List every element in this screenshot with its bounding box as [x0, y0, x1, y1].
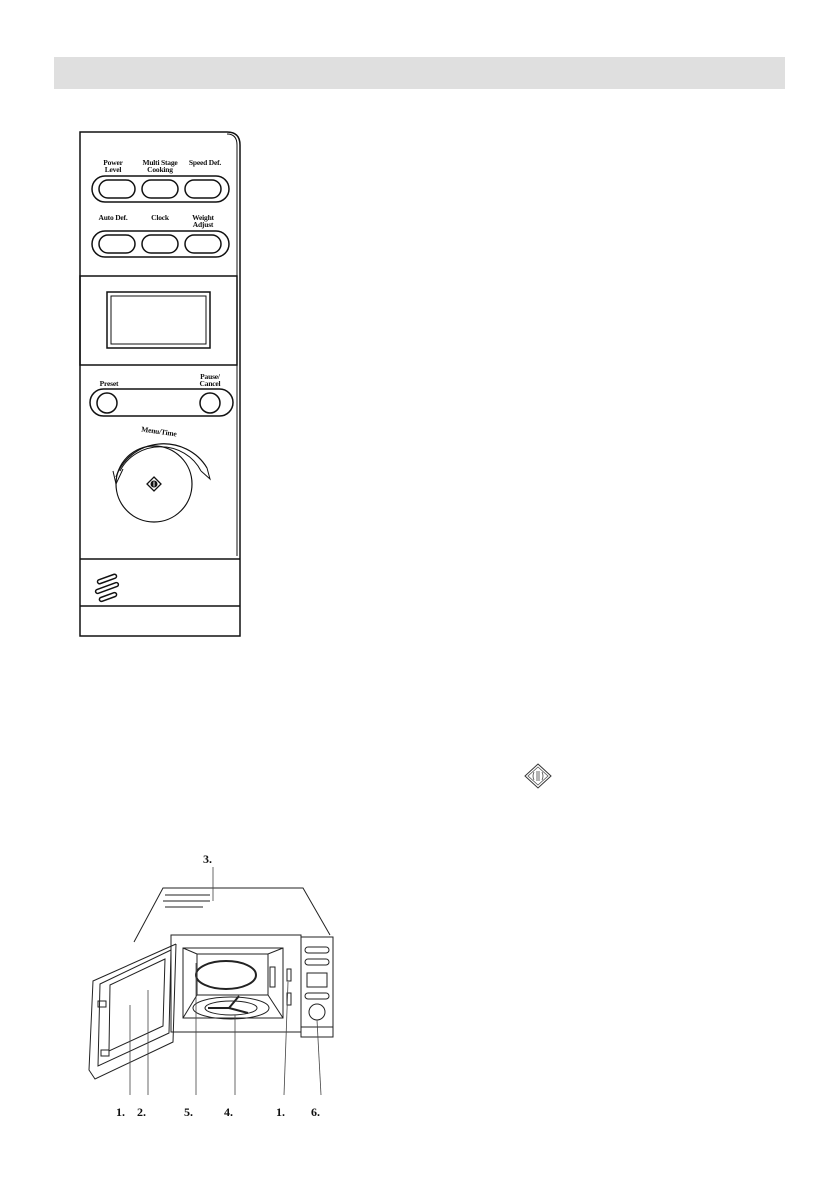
callout-1-left: 1. [116, 1105, 125, 1119]
multi-stage-cooking-button[interactable] [142, 180, 178, 198]
speed-defrost-label: Speed Def. [188, 158, 222, 167]
start-diamond-icon [524, 763, 552, 789]
multi-stage-cooking-label: Multi Stage Cooking [142, 158, 178, 174]
start-diamond-icon[interactable] [147, 477, 161, 491]
callout-6: 6. [311, 1105, 320, 1119]
section-header-bar [54, 57, 785, 89]
callout-1-right: 1. [276, 1105, 285, 1119]
control-panel-diagram: Power Level Multi Stage Cooking Speed De… [79, 131, 242, 637]
preset-label: Preset [99, 379, 119, 388]
auto-defrost-button[interactable] [99, 235, 135, 253]
clock-button[interactable] [142, 235, 178, 253]
weight-adjust-label: Weight Adjust [192, 213, 214, 229]
lcd-display [111, 296, 206, 344]
clock-label: Clock [151, 213, 169, 222]
door-release-button[interactable] [80, 559, 240, 606]
speed-defrost-button[interactable] [185, 180, 221, 198]
power-level-button[interactable] [99, 180, 135, 198]
callout-2: 2. [137, 1105, 146, 1119]
microwave-oven-illustration [88, 867, 334, 1096]
auto-defrost-label: Auto Def. [98, 213, 128, 222]
pause-cancel-button[interactable] [200, 393, 220, 413]
callout-4: 4. [224, 1105, 233, 1119]
preset-button[interactable] [97, 393, 117, 413]
callout-5: 5. [184, 1105, 193, 1119]
power-level-label: Power Level [103, 158, 123, 174]
weight-adjust-button[interactable] [185, 235, 221, 253]
callout-3: 3. [203, 852, 212, 866]
pause-cancel-label: Pause/ Cancel [199, 372, 221, 388]
control-panel-outline [79, 131, 241, 637]
